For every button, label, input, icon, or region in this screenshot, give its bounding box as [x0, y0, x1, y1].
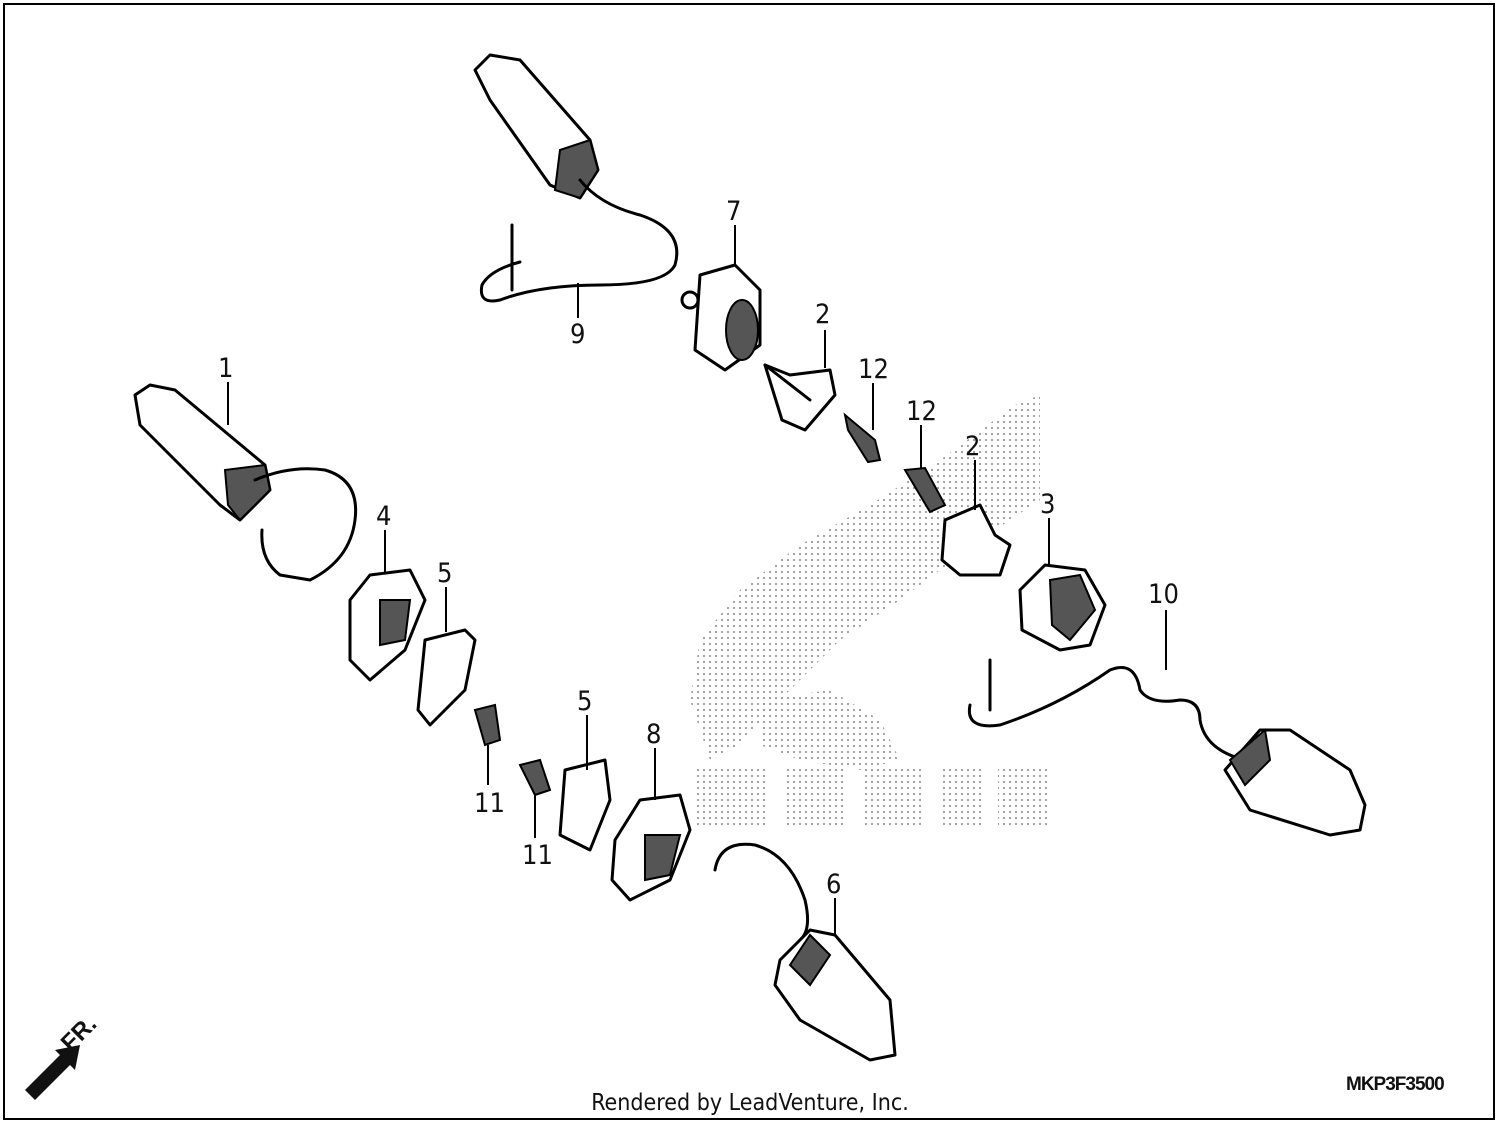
callout-12-lower: 12 [906, 396, 937, 427]
part-2-lower-bracket[interactable] [940, 503, 1012, 577]
render-credit: Rendered by LeadVenture, Inc. [591, 1090, 909, 1116]
callout-2-upper: 2 [815, 299, 830, 330]
callout-numbers: 1 2 2 3 4 5 5 6 7 8 9 10 11 11 12 12 [218, 196, 1179, 900]
callout-1: 1 [218, 353, 233, 384]
brand-watermark [690, 395, 1050, 826]
part-8-socket[interactable] [610, 793, 692, 902]
callout-4: 4 [376, 501, 391, 532]
callout-5-left: 5 [437, 558, 452, 589]
part-2-upper-bracket[interactable] [763, 363, 837, 432]
callout-8: 8 [646, 719, 661, 750]
part-1-front-left-turn-signal[interactable] [133, 383, 358, 582]
callout-5-lower: 5 [577, 686, 592, 717]
part-3-socket[interactable] [1018, 563, 1107, 652]
part-12-upper-screw[interactable] [843, 412, 882, 464]
front-direction-arrow-icon [25, 1045, 80, 1100]
diagram-code: MKP3F3500 [1346, 1074, 1445, 1095]
part-11-screw-b[interactable] [518, 758, 552, 797]
part-6-front-right-turn-signal[interactable] [713, 842, 897, 1062]
part-10-rear-right-turn-signal[interactable] [967, 658, 1367, 837]
callout-11-a: 11 [474, 788, 505, 819]
part-12-lower-screw[interactable] [903, 466, 947, 514]
part-9-rear-left-turn-signal[interactable] [473, 53, 679, 303]
callout-9: 9 [570, 319, 585, 350]
part-11-screw-a[interactable] [473, 703, 502, 747]
callout-10: 10 [1148, 579, 1179, 610]
part-4-socket[interactable] [348, 568, 427, 682]
leader-lines [227, 225, 1167, 935]
part-5-lower-bracket[interactable] [558, 758, 612, 852]
callout-12-upper: 12 [858, 354, 889, 385]
diagram-frame [3, 3, 1495, 1120]
part-5-left-bracket[interactable] [416, 628, 477, 727]
callout-6: 6 [826, 869, 841, 900]
callout-11-b: 11 [522, 840, 553, 871]
part-7-socket[interactable] [680, 263, 762, 372]
callout-2-lower: 2 [965, 431, 980, 462]
callout-3: 3 [1040, 489, 1055, 520]
callout-7: 7 [726, 196, 741, 227]
